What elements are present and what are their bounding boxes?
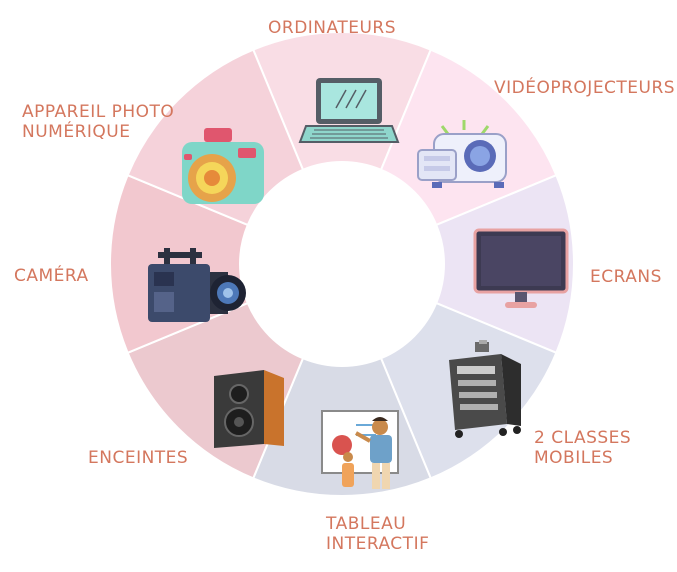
photo-camera-icon [182, 128, 264, 204]
speaker-icon [214, 370, 284, 448]
label-ecrans: ECRANS [590, 267, 662, 287]
label-videoprojecteurs: VIDÉOPROJECTEURS [494, 78, 676, 98]
label-ordinateurs: ORDINATEURS [268, 18, 396, 38]
label-tableau-interactif: TABLEAU INTERACTIF [326, 514, 430, 554]
center-hole [240, 162, 444, 366]
label-appareil-photo: APPAREIL PHOTO NUMÉRIQUE [22, 102, 175, 142]
label-classes-mobiles: 2 CLASSES MOBILES [534, 428, 632, 468]
video-camera-icon [148, 248, 246, 322]
mobile-cart-icon [449, 340, 521, 438]
laptop-icon [298, 78, 400, 143]
monitor-icon [473, 228, 569, 308]
projector-icon [417, 120, 507, 188]
whiteboard-icon [321, 410, 399, 489]
label-enceintes: ENCEINTES [88, 448, 189, 468]
label-camera: CAMÉRA [14, 266, 89, 286]
